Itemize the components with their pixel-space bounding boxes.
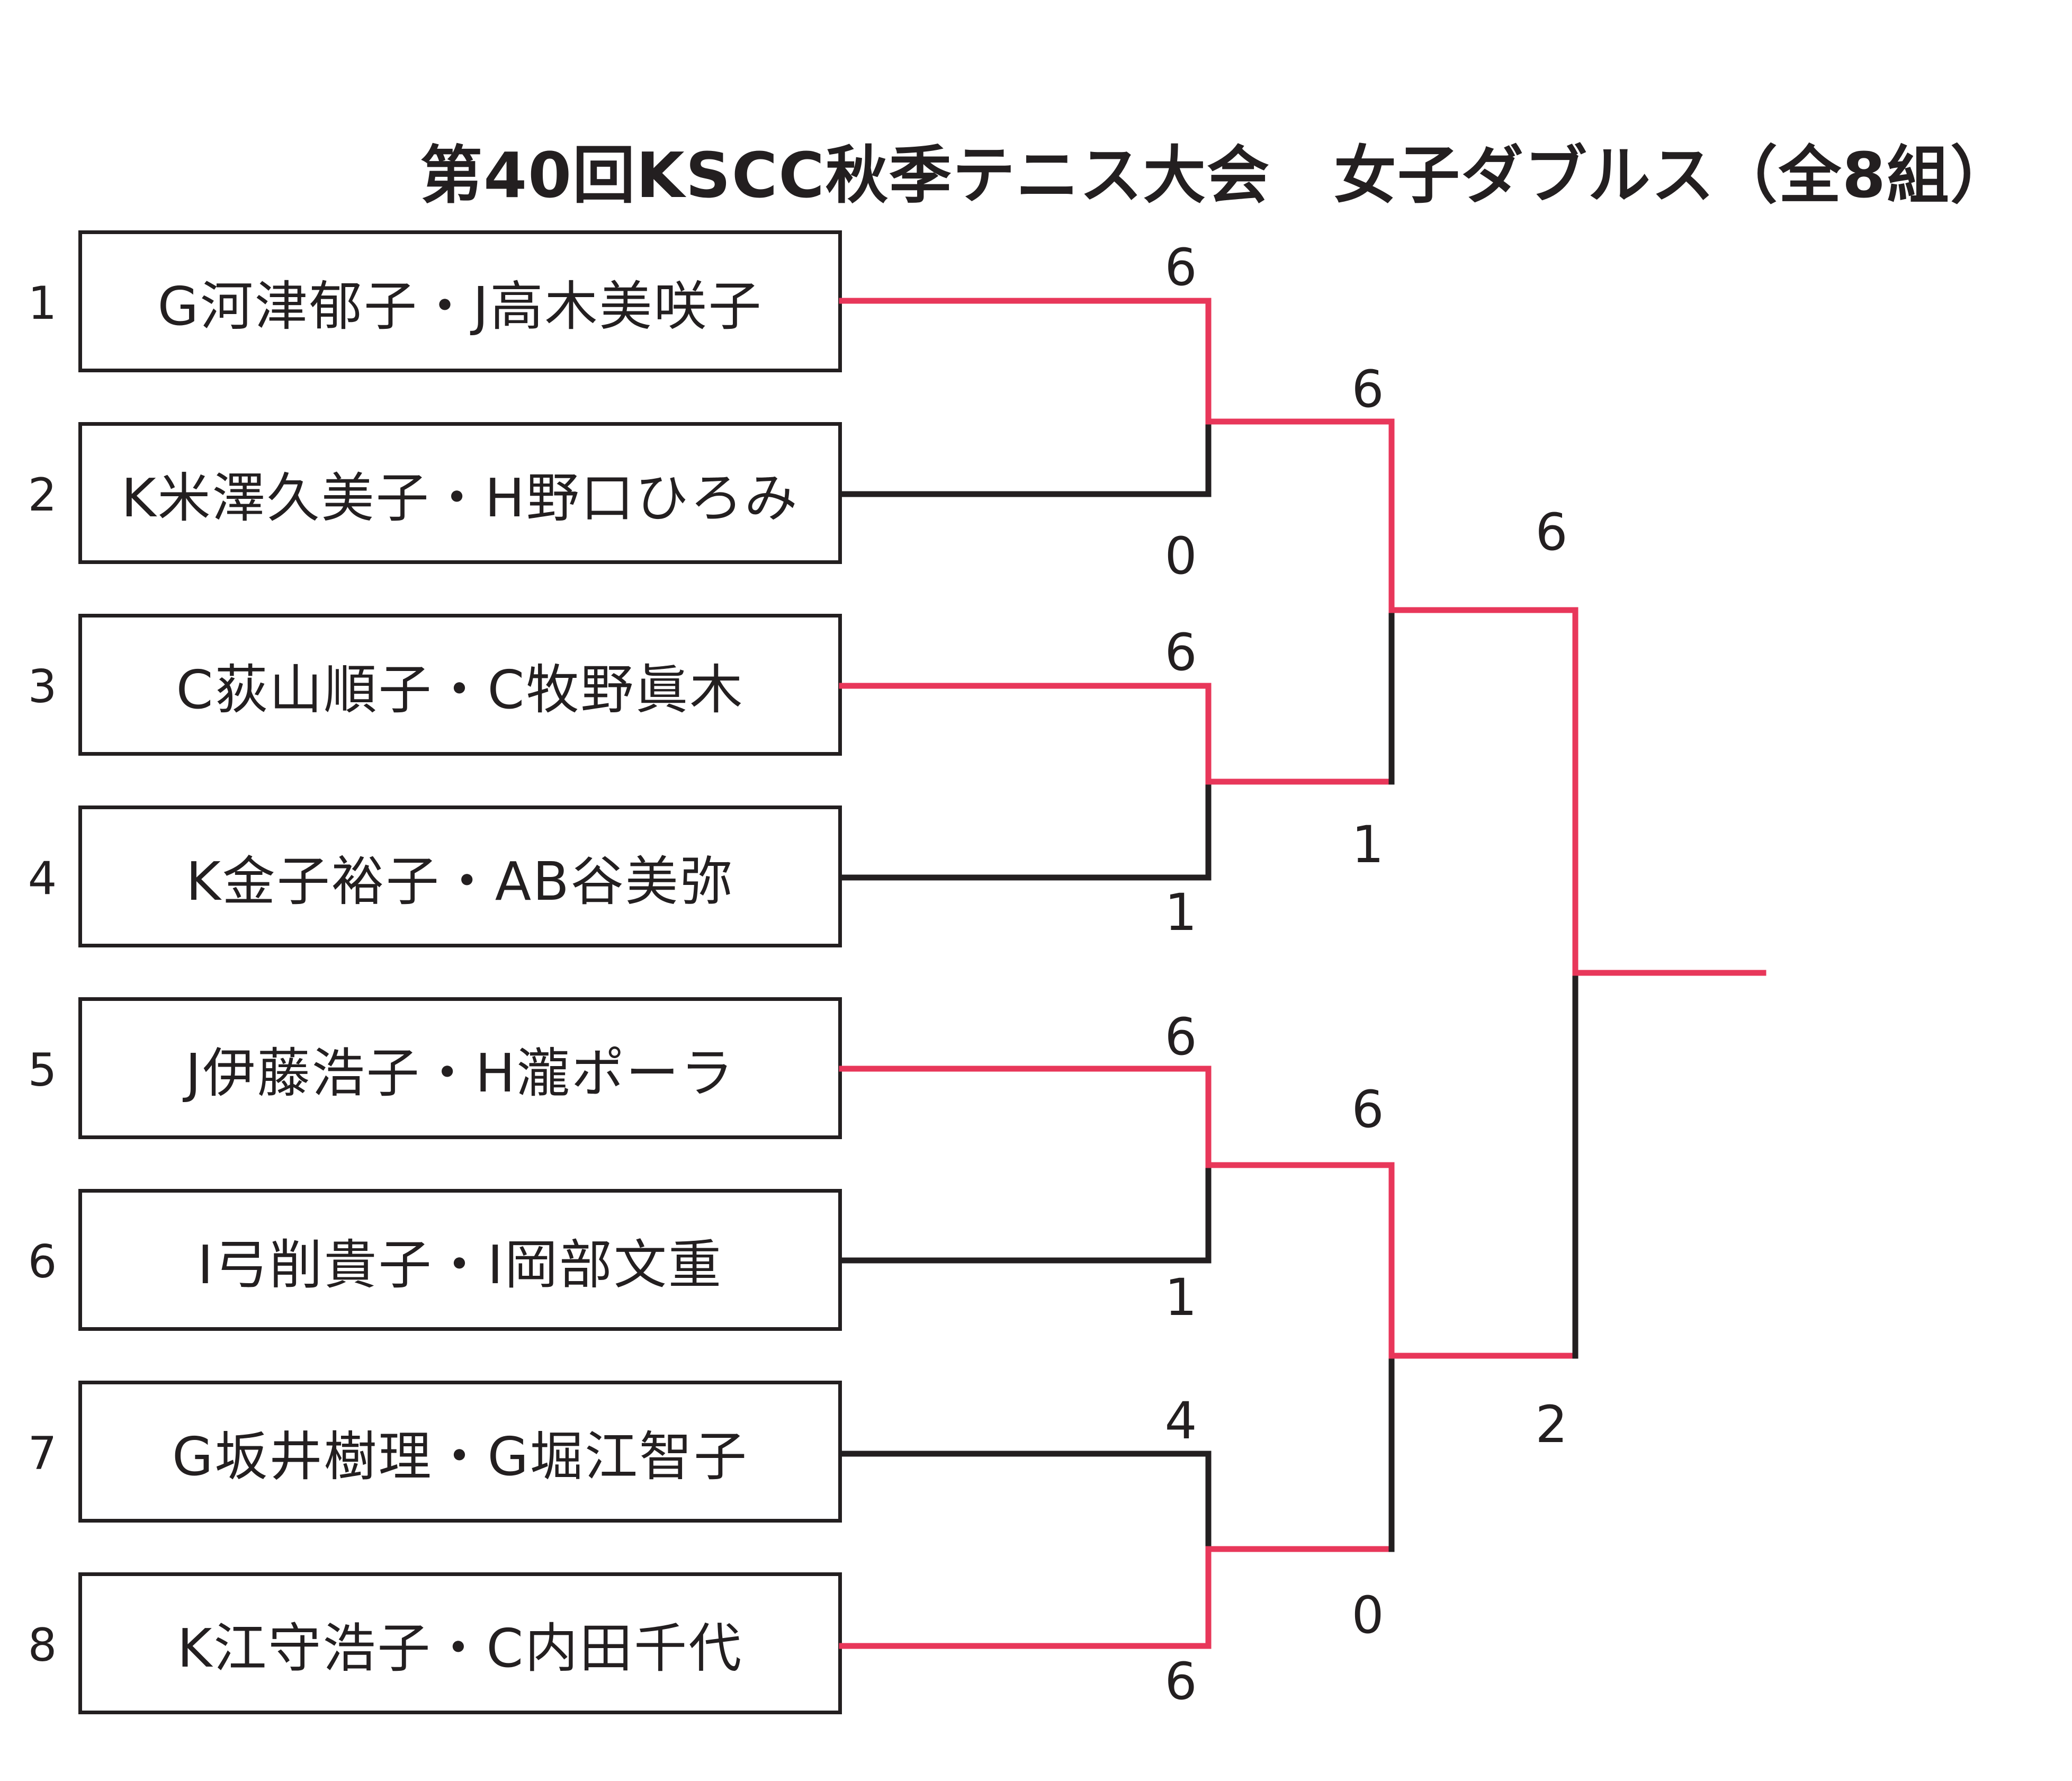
score-sf1-bottom: 1 (1351, 815, 1384, 874)
score-final-top: 6 (1535, 503, 1568, 562)
score-r1m4-bottom: 6 (1164, 1652, 1197, 1711)
seed-number: 6 (28, 1235, 57, 1288)
score-r1m1-top: 6 (1164, 238, 1197, 297)
bracket-line-winner (1388, 1162, 1578, 1359)
entry-box-6: I弓削貴子・I岡部文重 (78, 1189, 842, 1331)
entry-box-8: K江守浩子・C内田千代 (78, 1572, 842, 1714)
score-sf2-bottom: 0 (1351, 1586, 1384, 1645)
champion-line (1572, 607, 1766, 976)
bracket-line-winner (839, 1066, 1395, 1168)
seed-number: 7 (28, 1427, 57, 1480)
score-r1m2-bottom: 1 (1164, 883, 1197, 942)
seed-number: 8 (28, 1618, 57, 1672)
seed-number: 5 (28, 1043, 57, 1097)
bracket-line-winner (1388, 418, 1578, 613)
score-r1m3-bottom: 1 (1164, 1268, 1197, 1327)
page-title: 第40回KSCC秋季テニス大会 女子ダブルス（全8組） (420, 139, 2014, 212)
entry-box-1: G河津郁子・J高木美咲子 (78, 230, 842, 372)
score-r1m3-top: 6 (1164, 1007, 1197, 1067)
score-final-bottom: 2 (1535, 1395, 1568, 1454)
score-r1m2-top: 6 (1164, 623, 1197, 682)
seed-number: 3 (28, 660, 57, 713)
score-r1m4-top: 4 (1164, 1391, 1197, 1451)
bracket-line-loser (839, 778, 1212, 881)
entry-box-2: K米澤久美子・H野口ひろみ (78, 422, 842, 564)
bracket-line-winner (839, 1546, 1395, 1649)
entry-box-3: C荻山順子・C牧野眞木 (78, 614, 842, 756)
seed-number: 4 (28, 852, 57, 905)
entry-box-4: K金子裕子・AB谷美弥 (78, 806, 842, 947)
score-r1m1-bottom: 0 (1164, 526, 1197, 586)
bracket-line-winner (839, 683, 1395, 785)
bracket-line-winner (839, 298, 1395, 425)
entry-box-7: G坂井樹理・G堀江智子 (78, 1381, 842, 1523)
seed-number: 1 (28, 276, 57, 330)
bracket-line-loser (839, 418, 1212, 497)
score-sf1-top: 6 (1351, 360, 1384, 419)
seed-number: 2 (28, 468, 57, 522)
score-sf2-top: 6 (1351, 1080, 1384, 1139)
bracket-line-loser (839, 1451, 1212, 1552)
bracket-line-loser (839, 1162, 1212, 1264)
